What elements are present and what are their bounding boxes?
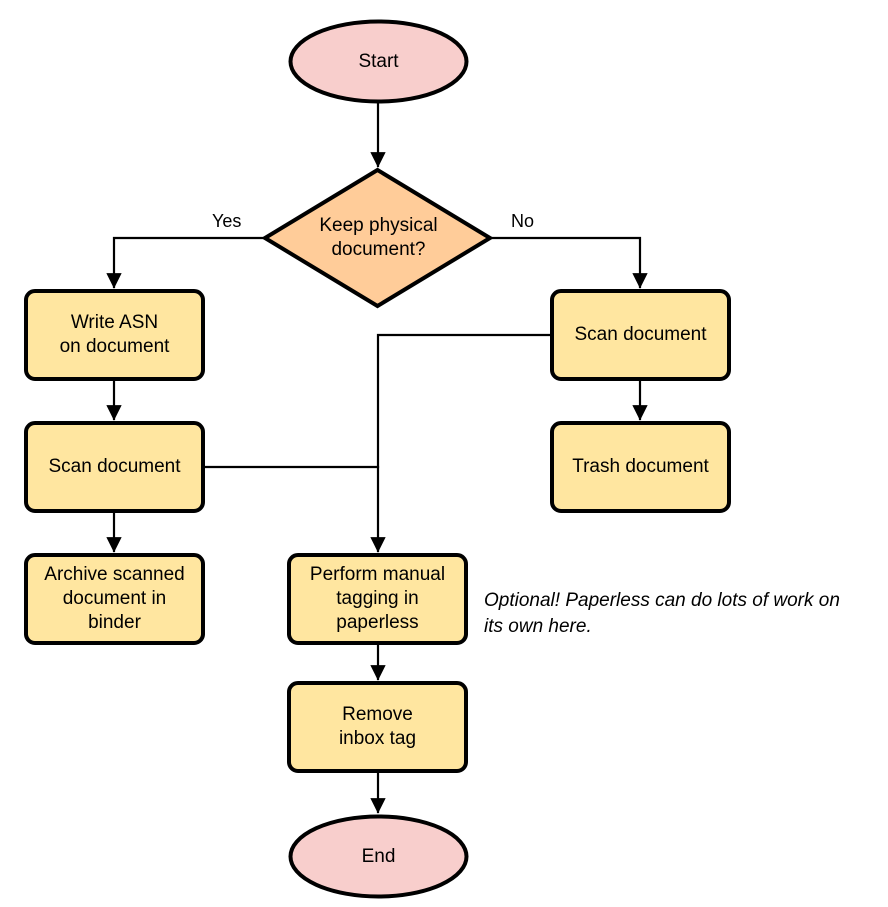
edge-label-yes: Yes bbox=[210, 211, 244, 231]
node-manual-tagging-shape bbox=[287, 553, 468, 645]
node-archive-shape bbox=[24, 553, 205, 645]
node-scan-right-shape bbox=[550, 289, 731, 381]
edge-decision-yes-to-write-asn bbox=[106, 236, 267, 289]
node-start-shape bbox=[288, 19, 469, 104]
node-write-asn-shape bbox=[24, 289, 205, 381]
edge-scan-right-to-manual-tagging bbox=[370, 333, 554, 553]
node-trash-shape bbox=[550, 421, 731, 513]
node-decision-shape bbox=[261, 167, 494, 309]
node-end-shape bbox=[288, 814, 469, 899]
annotation-optional-note: Optional! Paperless can do lots of work … bbox=[484, 590, 840, 637]
node-scan-left-shape bbox=[24, 421, 205, 513]
edge-decision-no-to-scan-right bbox=[488, 236, 648, 289]
node-remove-inbox-shape bbox=[287, 681, 468, 773]
edge-label-no: No bbox=[509, 211, 537, 231]
